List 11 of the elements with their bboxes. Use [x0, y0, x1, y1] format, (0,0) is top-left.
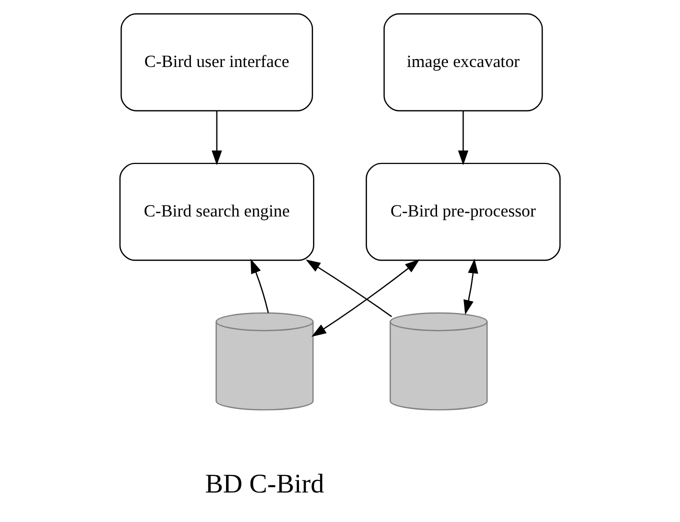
arrow [311, 258, 420, 336]
arrow [464, 258, 478, 314]
node-box: C-Bird pre-processor [366, 162, 561, 260]
node-box: C-Bird search engine [119, 162, 314, 260]
arrow [306, 258, 392, 317]
arrow [250, 258, 269, 313]
arrow [458, 110, 468, 165]
node-box: image excavator [384, 12, 543, 111]
label: BD C-Bird [205, 468, 324, 498]
arrow [212, 110, 222, 165]
node-box: C-Bird user interface [120, 12, 314, 111]
